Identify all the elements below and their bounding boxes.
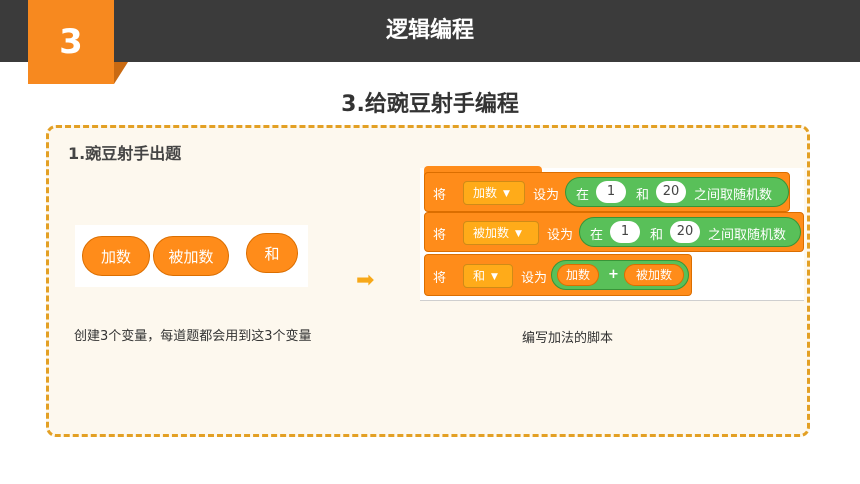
script-hat [424,166,542,176]
dropdown-label: 被加数 [473,226,510,240]
variable-dropdown-sum[interactable]: 和▼ [463,264,513,288]
variables-strip: 加数 被加数 和 [75,225,308,287]
plus-sign: + [608,267,619,282]
set-to-label: 设为 [547,228,574,243]
script-caption: 编写加法的脚本 [522,331,614,346]
header-title: 逻辑编程 [385,18,474,43]
operator-label-in: 在 [590,228,604,243]
random-to-input[interactable]: 20 [670,221,700,243]
section-number: 3 [28,0,114,84]
right-arrow-icon: ➡ [356,268,375,293]
set-verb: 将 [433,271,447,286]
chevron-down-icon: ▼ [515,228,522,239]
operator-label-in: 在 [576,188,590,203]
variable-dropdown-addend[interactable]: 加数 ▼ [463,181,525,205]
dropdown-label: 加数 [473,186,498,200]
random-from-input[interactable]: 1 [596,181,626,203]
set-variable-block-1[interactable]: 将 加数 ▼ 设为 在 1 和 20 之间取随机数 [424,172,790,212]
set-to-label: 设为 [533,188,560,203]
random-operator-block[interactable]: 在 1 和 20 之间取随机数 [565,177,789,207]
random-operator-block[interactable]: 在 1 和 20 之间取随机数 [579,217,801,247]
header-bar [0,0,860,62]
set-variable-block-3[interactable]: 将 和▼ 设为 加数 + 被加数 [424,254,692,296]
operator-label-and: 和 [636,188,650,203]
operator-label-random: 之间取随机数 [694,188,773,203]
set-verb: 将 [433,228,447,243]
operand-variable-addend[interactable]: 加数 [557,264,599,286]
set-variable-block-2[interactable]: 将 被加数 ▼ 设为 在 1 和 20 之间取随机数 [424,212,804,252]
operand-variable-augend[interactable]: 被加数 [624,264,684,286]
operator-label-random: 之间取随机数 [708,228,787,243]
page-subtitle: 3.给豌豆射手编程 [341,92,519,117]
dropdown-label: 和 [473,269,486,283]
variable-block-sum[interactable]: 和 [246,233,298,273]
set-to-label: 设为 [521,271,548,286]
chevron-down-icon: ▼ [503,188,510,199]
random-to-input[interactable]: 20 [656,181,686,203]
section-number-fold [114,62,128,84]
section-title: 1.豌豆射手出题 [68,144,182,163]
chevron-down-icon: ▼ [491,271,498,282]
add-operator-block[interactable]: 加数 + 被加数 [551,260,689,290]
set-verb: 将 [433,188,447,203]
variable-block-augend[interactable]: 被加数 [153,236,229,276]
variable-block-addend[interactable]: 加数 [82,236,150,276]
random-from-input[interactable]: 1 [610,221,640,243]
variable-dropdown-augend[interactable]: 被加数 ▼ [463,221,539,245]
variables-caption: 创建3个变量，每道题都会用到这3个变量 [74,329,312,344]
operator-label-and: 和 [650,228,664,243]
